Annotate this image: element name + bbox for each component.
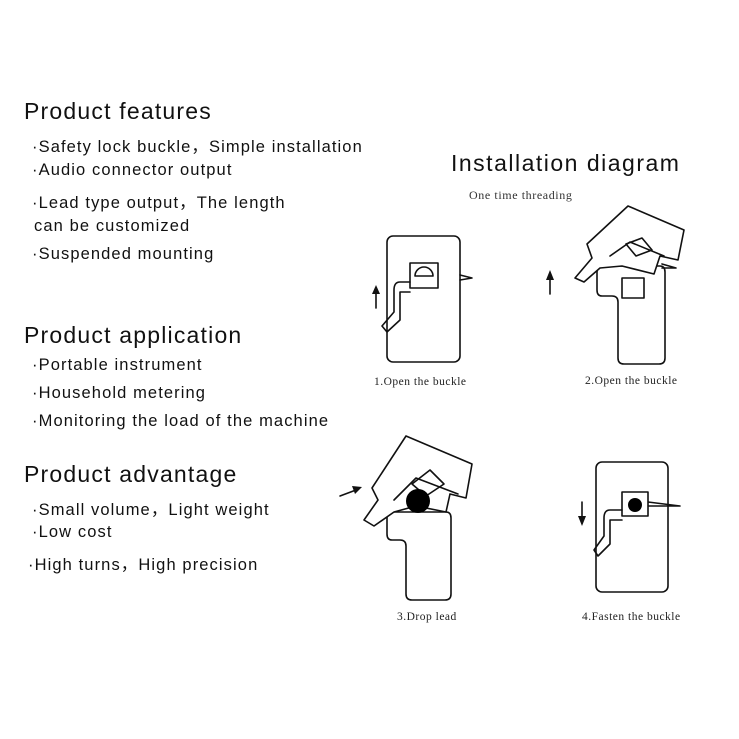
lead-cable-dot [406, 489, 430, 513]
advantage-heading: Product advantage [24, 461, 238, 487]
step-1-caption: 1.Open the buckle [374, 376, 467, 388]
step-2-caption: 2.Open the buckle [585, 375, 678, 387]
latch-inner [393, 477, 459, 501]
latch-open-cap [363, 435, 473, 527]
feature-item-lead-type-continued: can be customized [34, 217, 191, 235]
lead-cable-dot [628, 498, 642, 512]
application-heading: Product application [24, 322, 243, 348]
step-1-open-buckle-illustration [372, 235, 473, 363]
latch-lever [381, 281, 411, 333]
application-item-portable: ·Portable instrument [32, 356, 203, 374]
lead-wire [661, 263, 677, 269]
sensor-lower-body [596, 265, 666, 365]
installation-diagram-title: Installation diagram [451, 150, 681, 176]
advantage-item-high-turns: ·High turns，High precision [28, 556, 259, 574]
lead-wire [647, 501, 681, 507]
advantage-item-small-volume: ·Small volume，Light weight [32, 501, 270, 519]
feature-item-suspended-mounting: ·Suspended mounting [32, 245, 215, 263]
up-arrow-head [546, 270, 554, 280]
sensor-lower-body [386, 511, 452, 601]
lead-wire [459, 274, 473, 281]
up-arrow-head [372, 285, 380, 294]
advantage-item-low-cost: ·Low cost [32, 523, 113, 541]
step-2-open-buckle-illustration [546, 205, 685, 365]
application-item-household: ·Household metering [32, 384, 207, 402]
feature-item-audio-connector: ·Audio connector output [32, 161, 233, 179]
sensor-body [595, 461, 669, 593]
core-arc [414, 266, 434, 277]
right-arrow-shaft [339, 489, 357, 497]
feature-item-safety-lock: ·Safety lock buckle，Simple installation [32, 138, 363, 156]
sensor-body [386, 235, 461, 363]
application-item-monitoring: ·Monitoring the load of the machine [32, 412, 330, 430]
step-3-drop-lead-illustration [339, 435, 473, 601]
step-4-fasten-buckle-illustration [578, 461, 681, 593]
right-arrow-head [352, 486, 362, 494]
latch-open-cap [574, 205, 685, 283]
latch-window [625, 237, 653, 257]
down-arrow-head [578, 516, 586, 526]
step-3-caption: 3.Drop lead [397, 611, 457, 623]
housing-notch [621, 277, 645, 299]
features-heading: Product features [24, 98, 212, 124]
installation-diagram-subtitle: One time threading [469, 188, 573, 202]
feature-item-lead-type: ·Lead type output，The length [32, 194, 286, 212]
latch-lever [593, 509, 623, 557]
step-4-caption: 4.Fasten the buckle [582, 611, 681, 623]
